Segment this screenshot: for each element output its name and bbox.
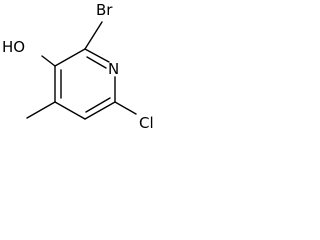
hydroxyl-label: HO: [2, 38, 25, 56]
bond-c4-methyl: [26, 101, 56, 119]
bond-c4-c5: [54, 101, 86, 120]
bond-c2-c3: [54, 48, 86, 67]
bond-n-c2: [84, 48, 110, 63]
chlorine-label: Cl: [139, 114, 154, 132]
bond-c3-oh: [41, 55, 56, 67]
nitrogen-label: N: [108, 60, 119, 78]
bond-n-c2-inner: [86, 56, 107, 69]
bromine-label: Br: [96, 1, 113, 19]
bond-c5-c6: [84, 101, 116, 120]
bond-c5-c6-inner: [85, 97, 111, 113]
bond-c2-br: [84, 21, 103, 50]
chemical-structure: HO Br N Cl: [2, 1, 154, 132]
bond-c6-cl: [114, 101, 137, 115]
